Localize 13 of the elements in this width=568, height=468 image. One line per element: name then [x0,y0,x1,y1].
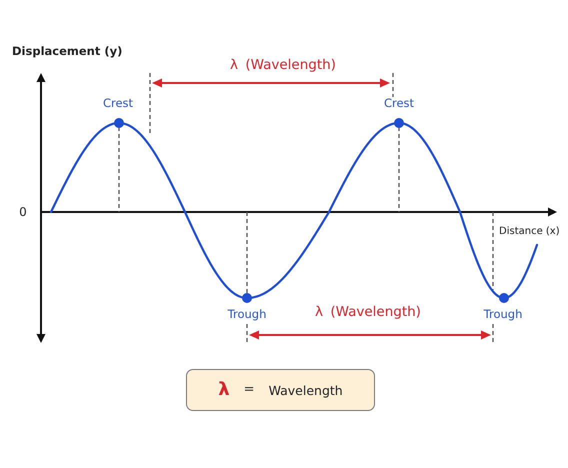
lambda-symbol: λ [218,379,230,401]
trough-label: Trough [228,308,266,322]
wavelength-label: λ (Wavelength) [230,56,336,74]
crest-label: Crest [102,97,134,111]
axis-label: Distance (x) [499,226,560,238]
key-box [186,369,375,411]
trough-label: Trough [484,308,522,322]
axis-label: Displacement (y) [12,45,122,59]
crest-label: Crest [384,97,414,111]
origin-label: 0 [19,204,27,220]
wavelength-label: λ (Wavelength) [315,304,421,320]
key-text: Wavelength [268,382,343,398]
equals-sign: = [244,382,255,398]
